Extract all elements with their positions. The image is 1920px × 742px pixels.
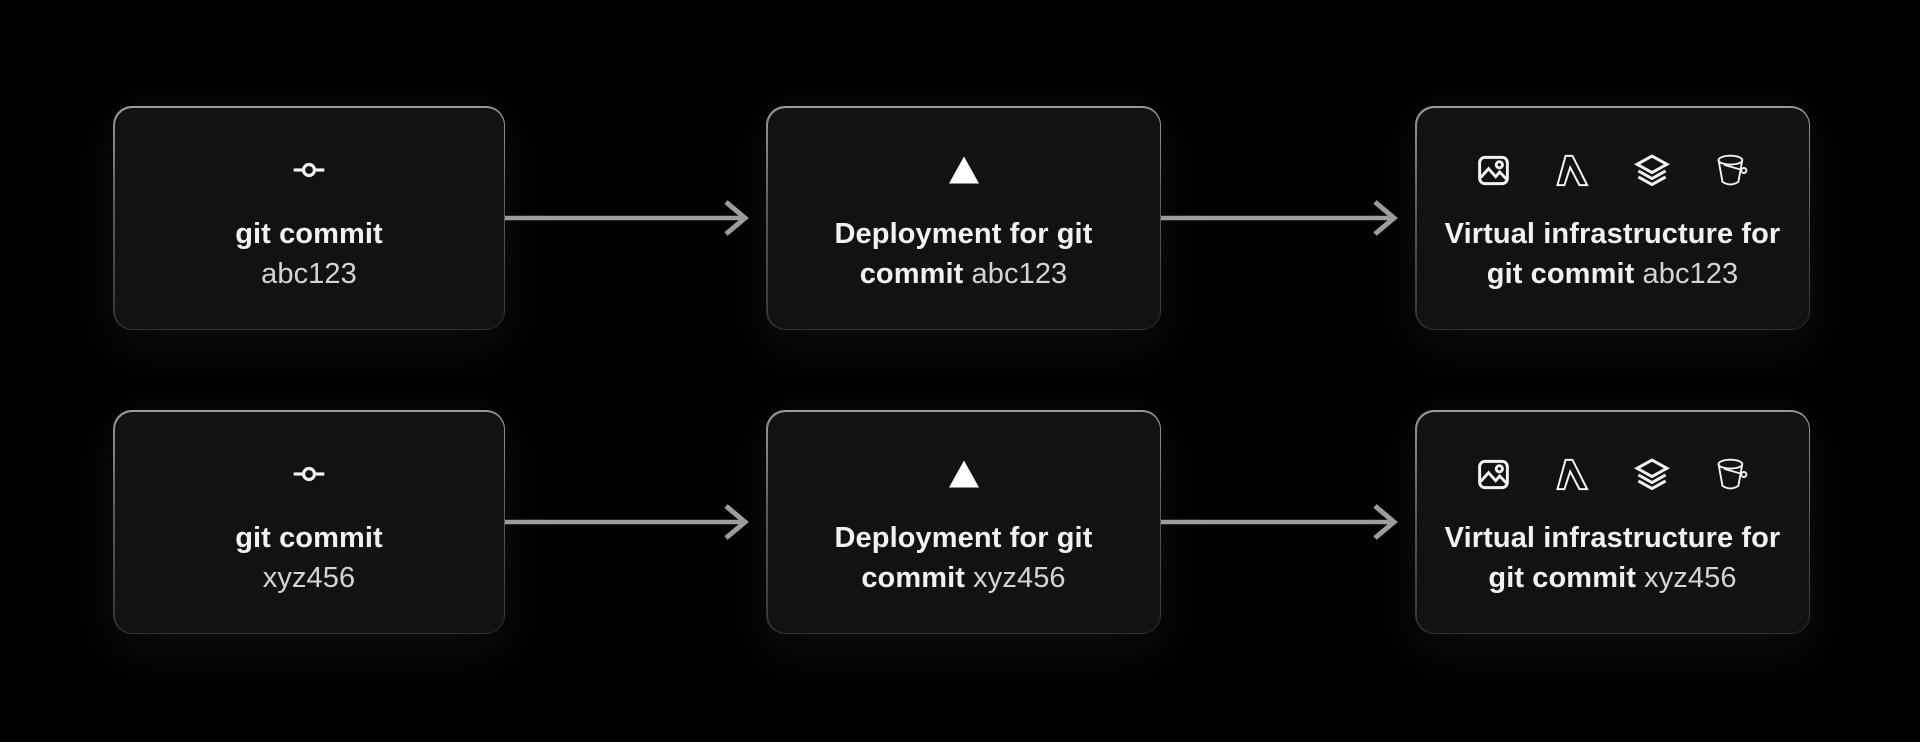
node-git-commit-abc123: git commit abc123 (113, 106, 505, 330)
commit-hash: xyz456 (1644, 562, 1737, 594)
arrow-deployment-to-infrastructure (1161, 504, 1398, 540)
aws-lambda-icon (1554, 152, 1591, 189)
node-label: git commit xyz456 (235, 518, 383, 598)
layers-icon (1633, 151, 1671, 189)
git-commit-icon (275, 154, 343, 186)
git-commit-icon (275, 458, 343, 490)
node-label: git commit abc123 (235, 214, 383, 294)
node-title: Virtual infrastructure for git commit (1444, 218, 1781, 290)
commit-hash: abc123 (971, 258, 1068, 290)
commit-hash: xyz456 (262, 562, 356, 594)
node-title: Deployment for git commit (834, 522, 1093, 594)
node-title: Deployment for git commit (834, 218, 1093, 290)
aws-lambda-icon (1554, 456, 1591, 493)
bucket-icon (1713, 455, 1751, 493)
node-title: Virtual infrastructure for git commit (1444, 522, 1781, 594)
image-icon (1475, 152, 1512, 189)
commit-hash: abc123 (1642, 258, 1739, 290)
vercel-triangle-icon (945, 153, 983, 187)
commit-hash: abc123 (261, 258, 357, 290)
commit-hash: xyz456 (973, 562, 1066, 594)
arrow-commit-to-deployment (505, 200, 749, 236)
arrow-deployment-to-infrastructure (1161, 200, 1398, 236)
bucket-icon (1713, 151, 1751, 189)
vercel-triangle-icon (945, 457, 983, 491)
node-title: git commit (235, 522, 383, 554)
arrow-commit-to-deployment (505, 504, 749, 540)
node-title: git commit (235, 218, 383, 250)
image-icon (1475, 456, 1512, 493)
layers-icon (1633, 455, 1671, 493)
node-git-commit-xyz456: git commit xyz456 (113, 410, 505, 634)
